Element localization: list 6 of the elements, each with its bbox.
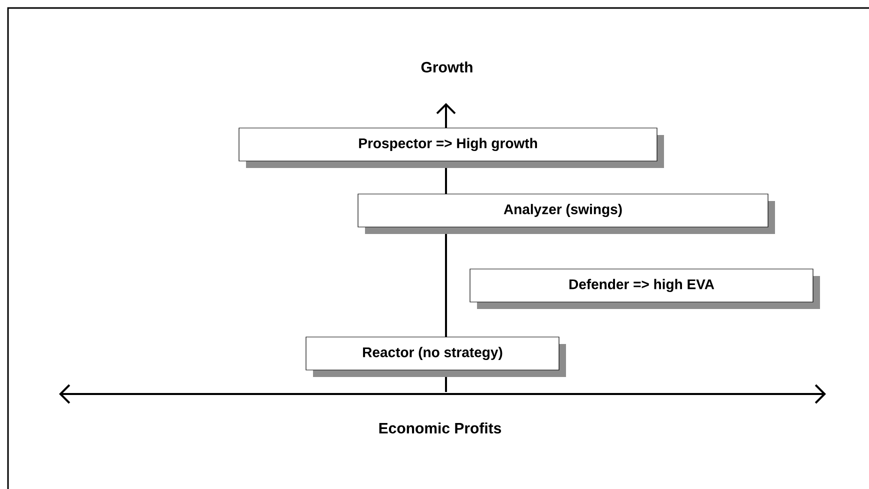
axis-label: Economic Profits xyxy=(379,422,502,434)
strategy-box: Reactor (no strategy) xyxy=(306,336,566,377)
axis-label: Growth xyxy=(421,62,472,72)
strategy-box: Analyzer (swings) xyxy=(358,194,775,234)
strategy-box: Defender => high EVA xyxy=(470,268,820,309)
strategy-box: Prospector => High growth xyxy=(238,128,664,168)
